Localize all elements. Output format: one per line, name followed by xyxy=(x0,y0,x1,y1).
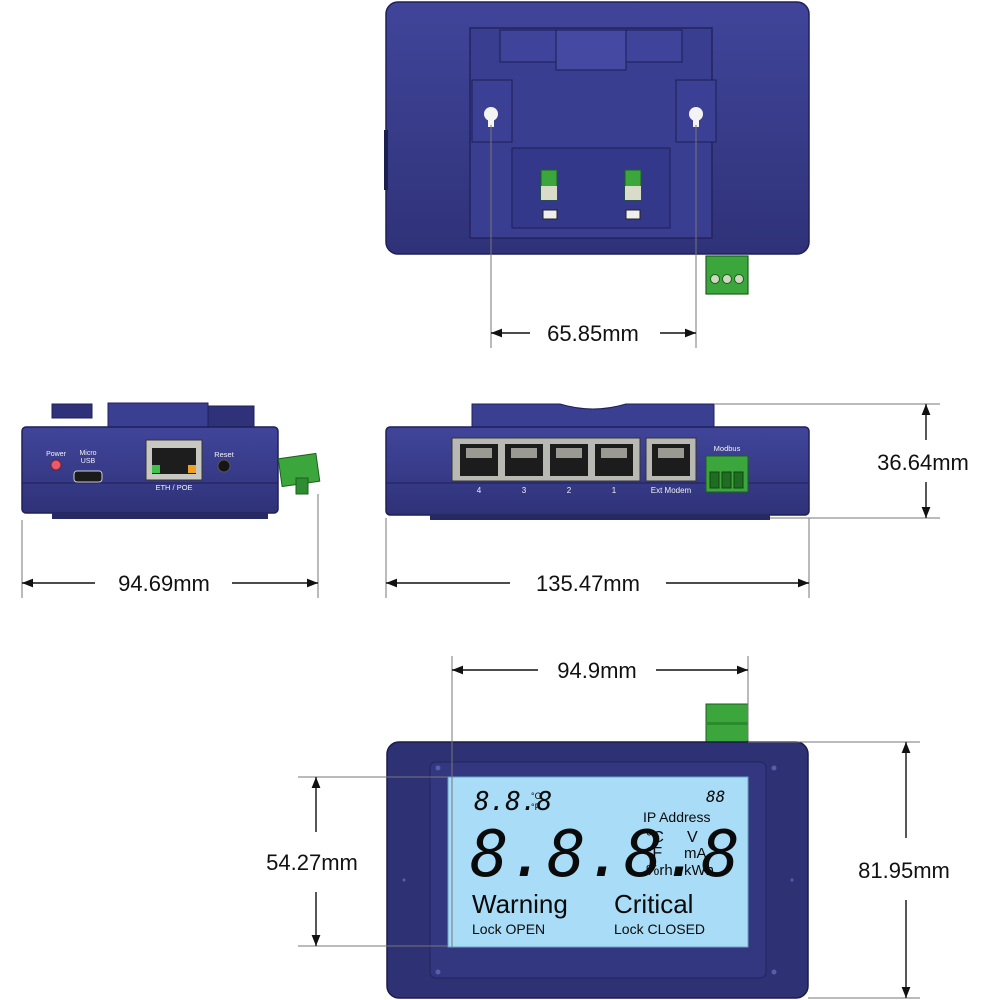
power-led xyxy=(50,459,62,471)
dim-front-height: 81.95mm xyxy=(748,741,950,999)
din-latch-right-tab xyxy=(625,186,641,200)
side-latch-right xyxy=(207,405,255,429)
lcd-lock-closed: Lock CLOSED xyxy=(614,921,705,937)
lcd-corner-digits: 88 xyxy=(706,787,725,806)
terminal-screw-icon xyxy=(710,274,720,284)
dim-label-front-height: 81.95mm xyxy=(858,858,950,883)
dim-label-mount-holes: 65.85mm xyxy=(547,321,639,346)
front-view: 8.8.8 °C °F 88 IP Address 8.8.8.8 °C °F … xyxy=(386,703,809,999)
dim-depth: 94.69mm xyxy=(21,494,319,598)
dim-mount-holes: 65.85mm xyxy=(490,125,697,348)
reset-label: Reset xyxy=(214,450,235,459)
lcd-warning: Warning xyxy=(472,889,568,919)
connector-top-bracket xyxy=(471,403,715,428)
connector-view: 4 3 2 1 Ext Modem Modbus xyxy=(385,403,810,520)
side-latch-left xyxy=(51,403,93,419)
power-label: Power xyxy=(46,451,67,458)
lcd-big-digits: 8.8.8.8 xyxy=(470,818,740,892)
dim-label-display-width: 94.9mm xyxy=(557,658,636,683)
lcd-small-unit-f: °F xyxy=(531,802,541,812)
reset-button xyxy=(217,459,231,473)
lcd-unit-c: °C xyxy=(646,829,664,846)
dim-label-width: 135.47mm xyxy=(536,571,640,596)
port-2-label: 2 xyxy=(567,486,572,495)
eth-poe-label: ETH / POE xyxy=(155,483,192,492)
modbus-label: Modbus xyxy=(714,444,741,453)
lcd-unit-v: V xyxy=(687,829,698,846)
dim-label-display-height: 54.27mm xyxy=(266,850,358,875)
mounting-clip-center xyxy=(555,29,627,71)
micro-usb-label: Micro xyxy=(79,450,96,457)
rj45-port-4 xyxy=(460,444,498,476)
lcd-unit-kwh: kWh xyxy=(684,862,714,879)
terminal-screw-icon xyxy=(734,274,744,284)
micro-usb-port xyxy=(73,470,103,483)
dim-label-height: 36.64mm xyxy=(877,450,969,475)
dim-display-height: 54.27mm xyxy=(266,776,448,947)
port-1-label: 1 xyxy=(612,486,617,495)
ext-modem-label: Ext Modem xyxy=(651,486,692,495)
lcd-unit-ma: mA xyxy=(684,845,707,862)
din-slot-left xyxy=(542,209,558,220)
din-latch-left-tab xyxy=(541,186,557,200)
side-view: Power Micro USB ETH / POE Reset xyxy=(21,402,321,519)
lcd-ip-address: IP Address xyxy=(643,809,710,825)
dim-height: 36.64mm xyxy=(714,403,969,519)
dim-label-depth: 94.69mm xyxy=(118,571,210,596)
rj45-port-2 xyxy=(550,444,588,476)
side-edge xyxy=(384,130,388,190)
lcd-small-unit-c: °C xyxy=(531,791,542,801)
din-rail-recess xyxy=(511,147,671,229)
lcd-small-digits: 8.8.8 xyxy=(474,787,552,817)
eth-led-orange xyxy=(188,465,196,473)
keyhole-right-slot xyxy=(693,114,699,127)
rear-view xyxy=(384,1,810,295)
lcd-screen xyxy=(447,776,749,948)
micro-usb-label-2: USB xyxy=(81,458,96,465)
lcd-unit-rh: %rh xyxy=(646,862,673,879)
rj45-port-1 xyxy=(595,444,633,476)
lcd-critical: Critical xyxy=(614,889,693,919)
eth-led-green xyxy=(152,465,160,473)
connector-base xyxy=(430,514,770,520)
dim-width: 135.47mm xyxy=(385,518,810,598)
lcd-unit-f: °F xyxy=(646,845,662,862)
port-3-label: 3 xyxy=(522,486,527,495)
port-4-label: 4 xyxy=(477,486,482,495)
dim-display-width: 94.9mm xyxy=(451,656,749,948)
side-terminal-plug xyxy=(295,477,309,495)
terminal-screw-icon xyxy=(722,274,732,284)
keyhole-left-slot xyxy=(488,114,494,127)
side-top-bracket xyxy=(107,402,209,430)
rj45-port-3 xyxy=(505,444,543,476)
lcd-lock-open: Lock OPEN xyxy=(472,921,545,937)
din-slot-right xyxy=(625,209,641,220)
side-base xyxy=(52,512,268,519)
